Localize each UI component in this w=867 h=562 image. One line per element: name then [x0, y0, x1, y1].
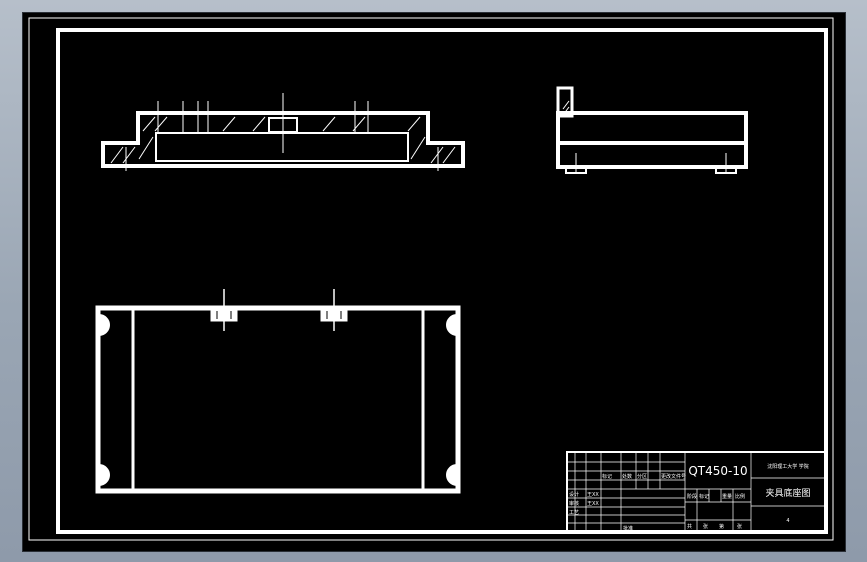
sheet-label-2: 张 — [703, 523, 708, 530]
drawing-sheet: 标记 处数 分区 更改文件号 设计 王XX 审核 王XX 工艺 批准 QT450… — [28, 17, 834, 541]
stage-label-4: 比例 — [735, 493, 745, 500]
role-design-name: 王XX — [587, 492, 599, 498]
front-section-view — [101, 93, 465, 171]
title-block: 标记 处数 分区 更改文件号 设计 王XX 审核 王XX 工艺 批准 QT450… — [566, 451, 826, 533]
material-label: QT450-10 — [688, 464, 747, 478]
sheet-number: 4 — [786, 518, 789, 524]
role-review: 审核 — [569, 500, 579, 507]
stage-label-1: 阶段 — [687, 493, 697, 500]
drawing-name: 夹具底座图 — [765, 487, 810, 499]
side-view — [556, 86, 748, 174]
header-label-3: 分区 — [637, 473, 647, 480]
stage-label-3: 重量 — [722, 493, 732, 500]
title-block-grid — [567, 452, 825, 532]
outer-frame — [28, 17, 834, 541]
sheet-label-1: 共 — [687, 523, 692, 530]
role-process: 工艺 — [569, 510, 579, 516]
school-label: 沈阳理工大学 学院 — [767, 463, 809, 470]
header-label-2: 处数 — [622, 473, 632, 480]
header-label-1: 标记 — [602, 473, 612, 480]
approve-label: 批准 — [623, 525, 633, 532]
header-label-4: 更改文件号 — [661, 473, 686, 480]
role-review-name: 王XX — [587, 501, 599, 507]
sheet-label-4: 张 — [737, 523, 742, 530]
role-design: 设计 — [569, 491, 579, 498]
inner-frame — [56, 28, 828, 534]
cad-viewport[interactable]: 标记 处数 分区 更改文件号 设计 王XX 审核 王XX 工艺 批准 QT450… — [22, 12, 846, 552]
top-view — [95, 289, 461, 494]
stage-label-2: 标记 — [699, 493, 709, 500]
sheet-label-3: 第 — [719, 523, 724, 530]
